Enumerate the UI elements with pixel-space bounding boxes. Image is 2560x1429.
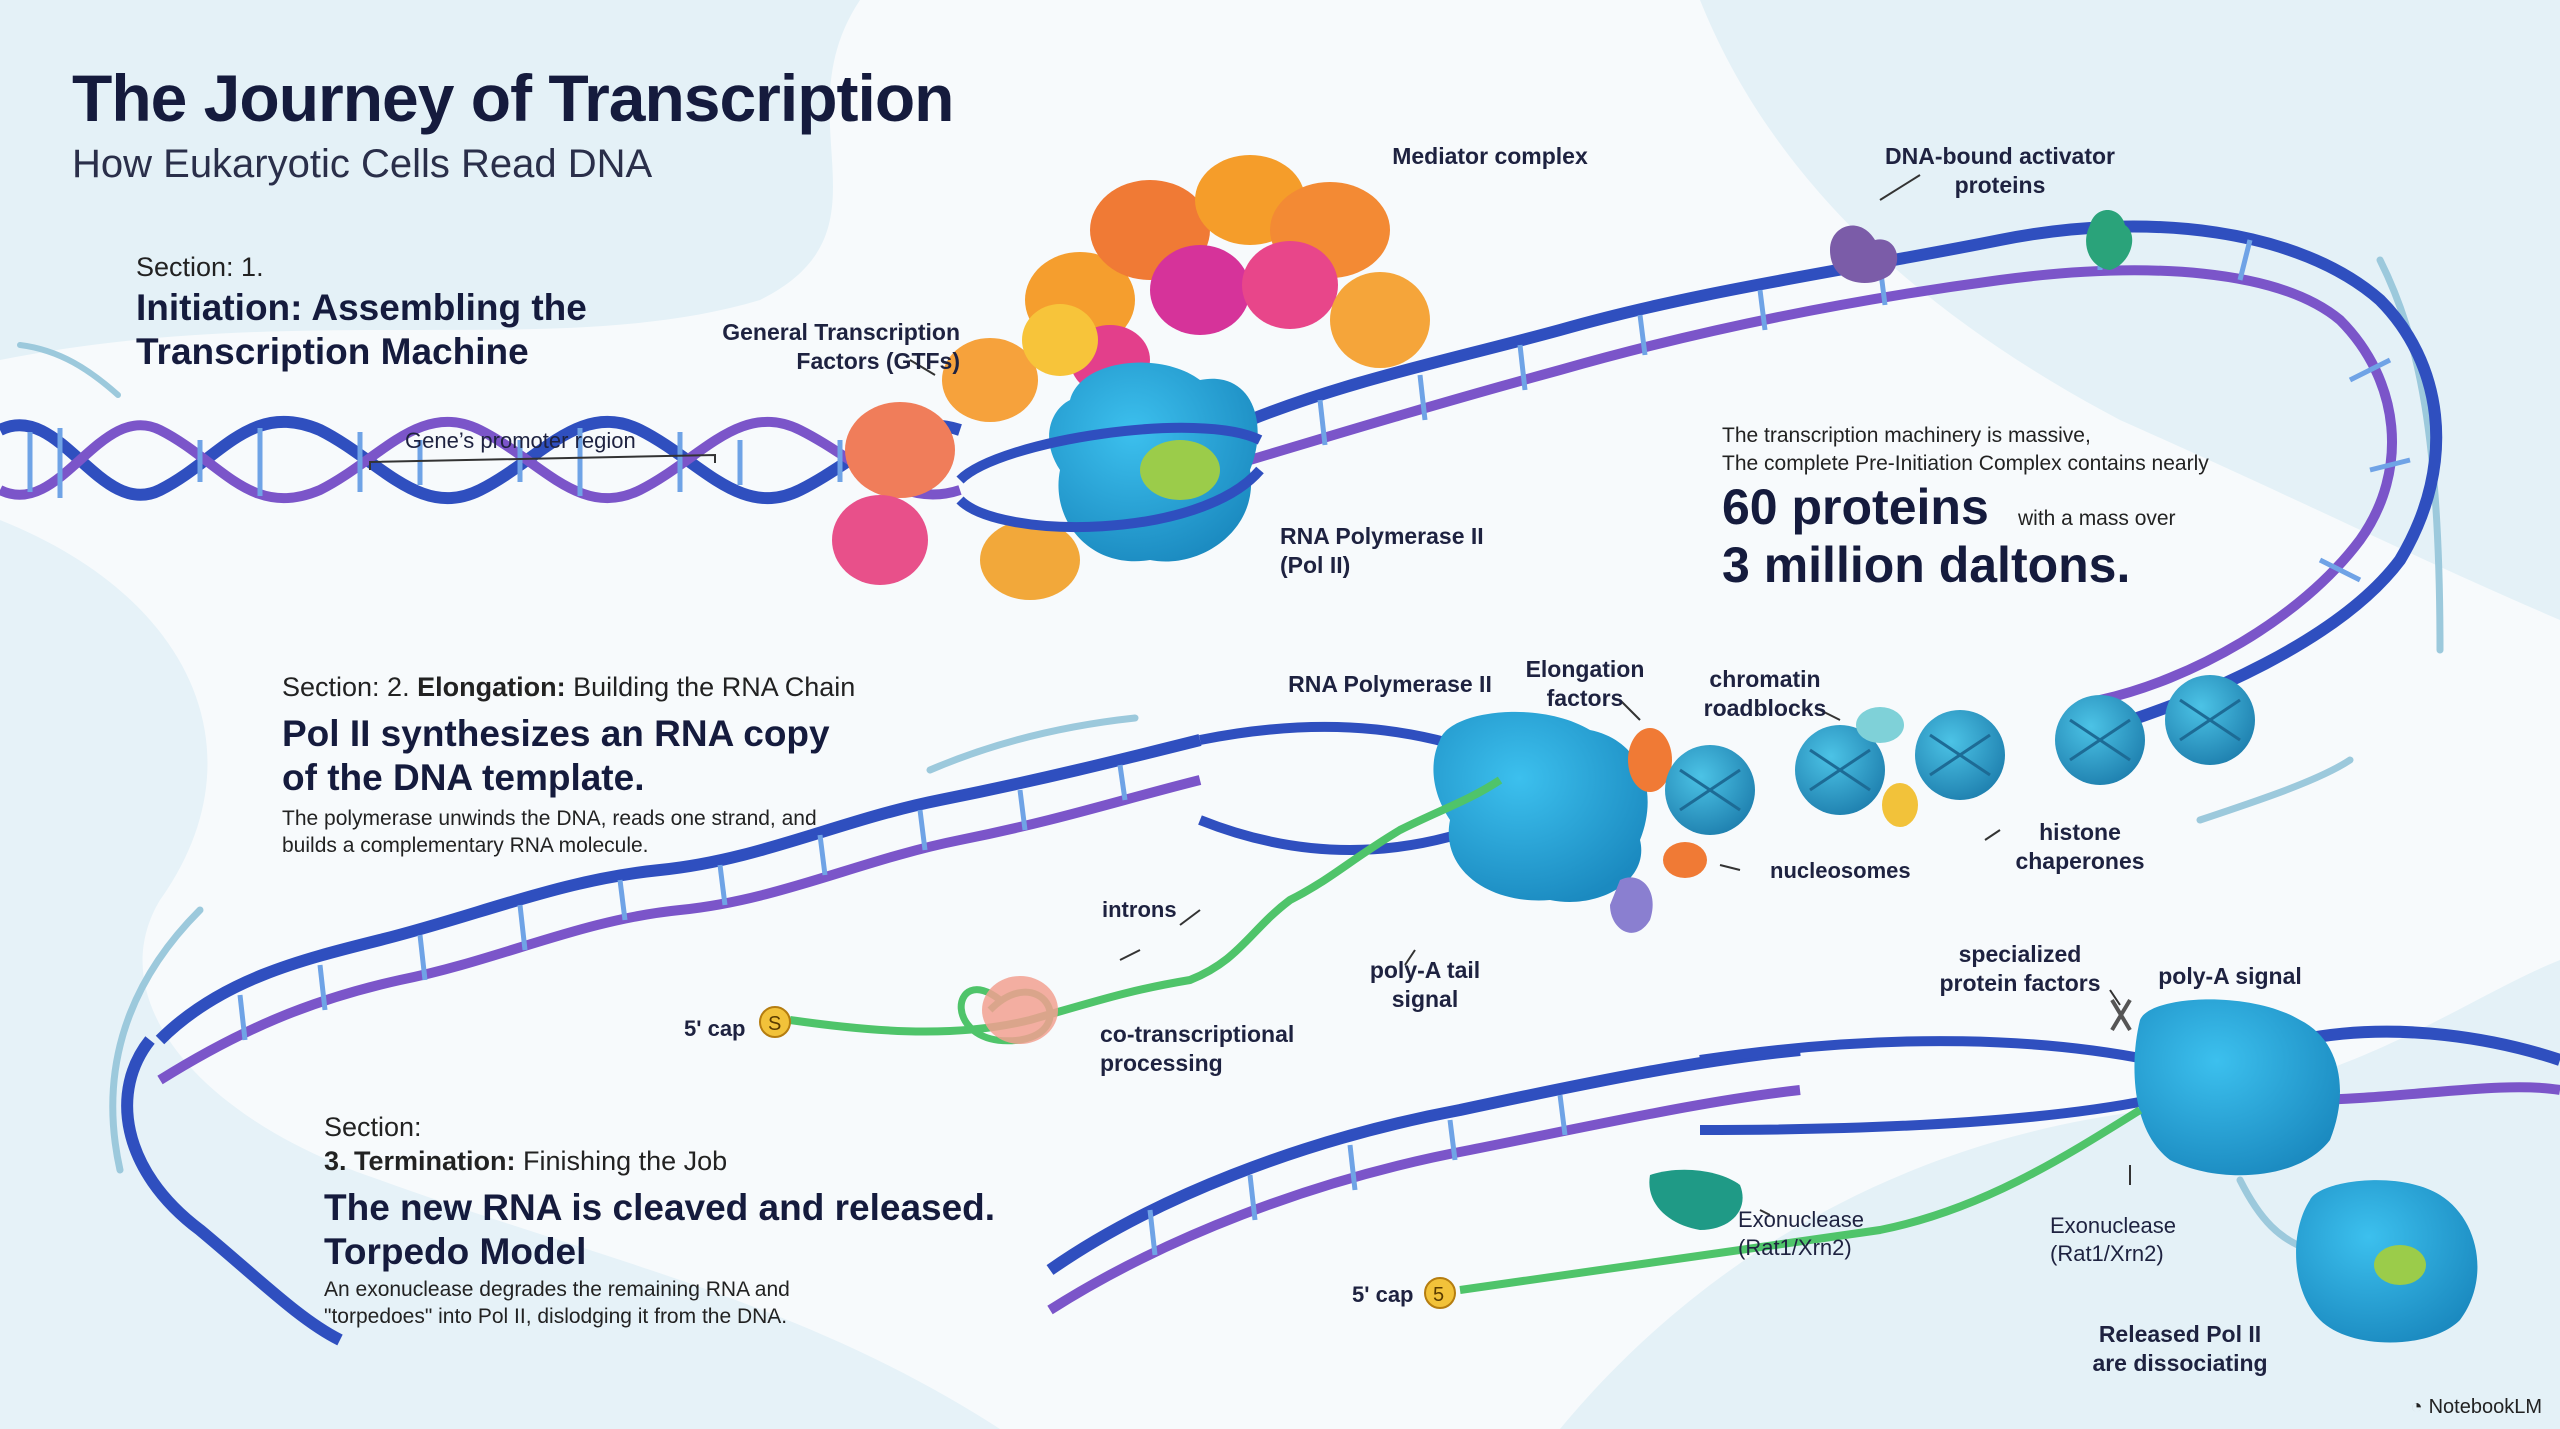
elongation-factor bbox=[1628, 728, 1672, 792]
label-gtfs: General Transcription Factors (GTFs) bbox=[722, 319, 960, 374]
label-released: Released Pol II are dissociating bbox=[2092, 1321, 2268, 1376]
section2-number: Section: 2. Elongation: Building the RNA… bbox=[282, 672, 855, 703]
label-cap-elong: 5' cap bbox=[684, 1016, 746, 1041]
nucleosome-array bbox=[1665, 675, 2255, 835]
page-subtitle: How Eukaryotic Cells Read DNA bbox=[72, 142, 653, 186]
label-polya-term: poly-A signal bbox=[2158, 963, 2302, 989]
flow-arrow bbox=[2376, 256, 2444, 654]
fact-big1: 60 proteins bbox=[1722, 479, 1989, 535]
exonuclease bbox=[1649, 1169, 1743, 1230]
released-rna bbox=[2374, 1245, 2426, 1285]
brand-footer: ◔ NotebookLM bbox=[2411, 1396, 2543, 1419]
label-roadblocks: chromatin roadblocks bbox=[1703, 666, 1827, 721]
activator-protein bbox=[2086, 210, 2133, 270]
flow-arrow bbox=[926, 714, 1139, 774]
label-cotranscriptional: co-transcriptional processing bbox=[1100, 1021, 1295, 1076]
section2-prefix: Section: 2. bbox=[282, 672, 410, 702]
pol-ii-elongating bbox=[1433, 711, 1648, 902]
bg-blob bbox=[0, 520, 1000, 1429]
section3-number: Section: bbox=[324, 1112, 422, 1142]
section1-number: Section: 1. bbox=[136, 252, 264, 282]
dna-helix-elongation bbox=[121, 721, 1502, 1346]
elongation-factor bbox=[1663, 842, 1707, 878]
label-exo1: Exonuclease (Rat1/Xrn2) bbox=[1738, 1207, 1864, 1260]
section2-heading: Pol II synthesizes an RNA copy of the DN… bbox=[282, 713, 830, 798]
label-exo2: Exonuclease (Rat1/Xrn2) bbox=[2050, 1213, 2176, 1266]
flow-arrow bbox=[109, 906, 204, 1174]
pre-initiation-complex bbox=[832, 155, 1430, 600]
label-polya-signal-elong: poly-A tail signal bbox=[1369, 957, 1481, 1012]
brand-name: NotebookLM bbox=[2428, 1396, 2542, 1418]
section2-body: The polymerase unwinds the DNA, reads on… bbox=[282, 807, 817, 857]
dna-bubble bbox=[956, 466, 1264, 533]
cap-icon bbox=[759, 1006, 791, 1038]
label-nucleosomes: nucleosomes bbox=[1770, 858, 1911, 883]
section3-subhead-bold: 3. Termination: bbox=[324, 1146, 516, 1176]
flow-arrow bbox=[2196, 756, 2354, 824]
section1-heading: Initiation: Assembling the Transcription… bbox=[136, 287, 587, 372]
rna-transcript bbox=[789, 776, 1503, 1036]
spliceosome bbox=[982, 976, 1058, 1044]
dna-helix-termination bbox=[1046, 1025, 2560, 1315]
fact-line1: The transcription machinery is massive, bbox=[1722, 424, 2091, 447]
cap-symbol: S bbox=[768, 1013, 781, 1035]
section3-heading2: Torpedo Model bbox=[324, 1231, 587, 1272]
section3-body: An exonuclease degrades the remaining RN… bbox=[324, 1278, 790, 1328]
bg-blob bbox=[0, 0, 860, 360]
promoter-bracket bbox=[369, 453, 716, 470]
dna-helix-upper bbox=[1247, 220, 2443, 736]
fact-big2: 3 million daltons. bbox=[1722, 537, 2131, 593]
label-chaperones: histone chaperones bbox=[2015, 819, 2145, 874]
section2-suffix: Building the RNA Chain bbox=[573, 672, 856, 702]
activator-protein bbox=[1830, 225, 1898, 283]
dna-helix-promoter bbox=[0, 415, 962, 505]
cap-icon bbox=[1424, 1277, 1456, 1309]
dna-bubble bbox=[956, 422, 1263, 484]
scissors-icon bbox=[2110, 998, 2132, 1032]
cap-symbol: 5 bbox=[1433, 1284, 1444, 1306]
section3-subhead: 3. Termination: Finishing the Job bbox=[324, 1146, 727, 1177]
label-cap-term: 5' cap bbox=[1352, 1282, 1414, 1307]
label-polii-elongation: RNA Polymerase II bbox=[1288, 671, 1492, 697]
elongation-factor bbox=[1610, 877, 1653, 933]
label-promoter: Gene’s promoter region bbox=[405, 428, 636, 453]
pol-ii-terminating bbox=[2134, 999, 2340, 1176]
section3-heading1: The new RNA is cleaved and released. bbox=[324, 1187, 996, 1228]
label-elongation-factors: Elongation factors bbox=[1525, 656, 1645, 711]
fact-small: with a mass over bbox=[2018, 507, 2176, 530]
label-mediator: Mediator complex bbox=[1392, 143, 1588, 169]
fact-line2: The complete Pre-Initiation Complex cont… bbox=[1722, 452, 2209, 475]
label-specialized: specialized protein factors bbox=[1939, 941, 2101, 996]
notebook-icon: ◔ bbox=[2410, 1396, 2423, 1418]
page-title: The Journey of Transcription bbox=[72, 61, 954, 135]
label-introns: introns bbox=[1102, 897, 1177, 922]
label-polii-initiation: RNA Polymerase II (Pol II) bbox=[1280, 523, 1484, 578]
rna-cleaved bbox=[1459, 1106, 2143, 1294]
label-activators: DNA-bound activator proteins bbox=[1885, 143, 2115, 198]
bg-blob bbox=[1700, 0, 2560, 620]
section2-bold: Elongation: bbox=[417, 672, 566, 702]
flow-arrow bbox=[17, 342, 121, 398]
section3-subhead-rest: Finishing the Job bbox=[523, 1146, 728, 1176]
